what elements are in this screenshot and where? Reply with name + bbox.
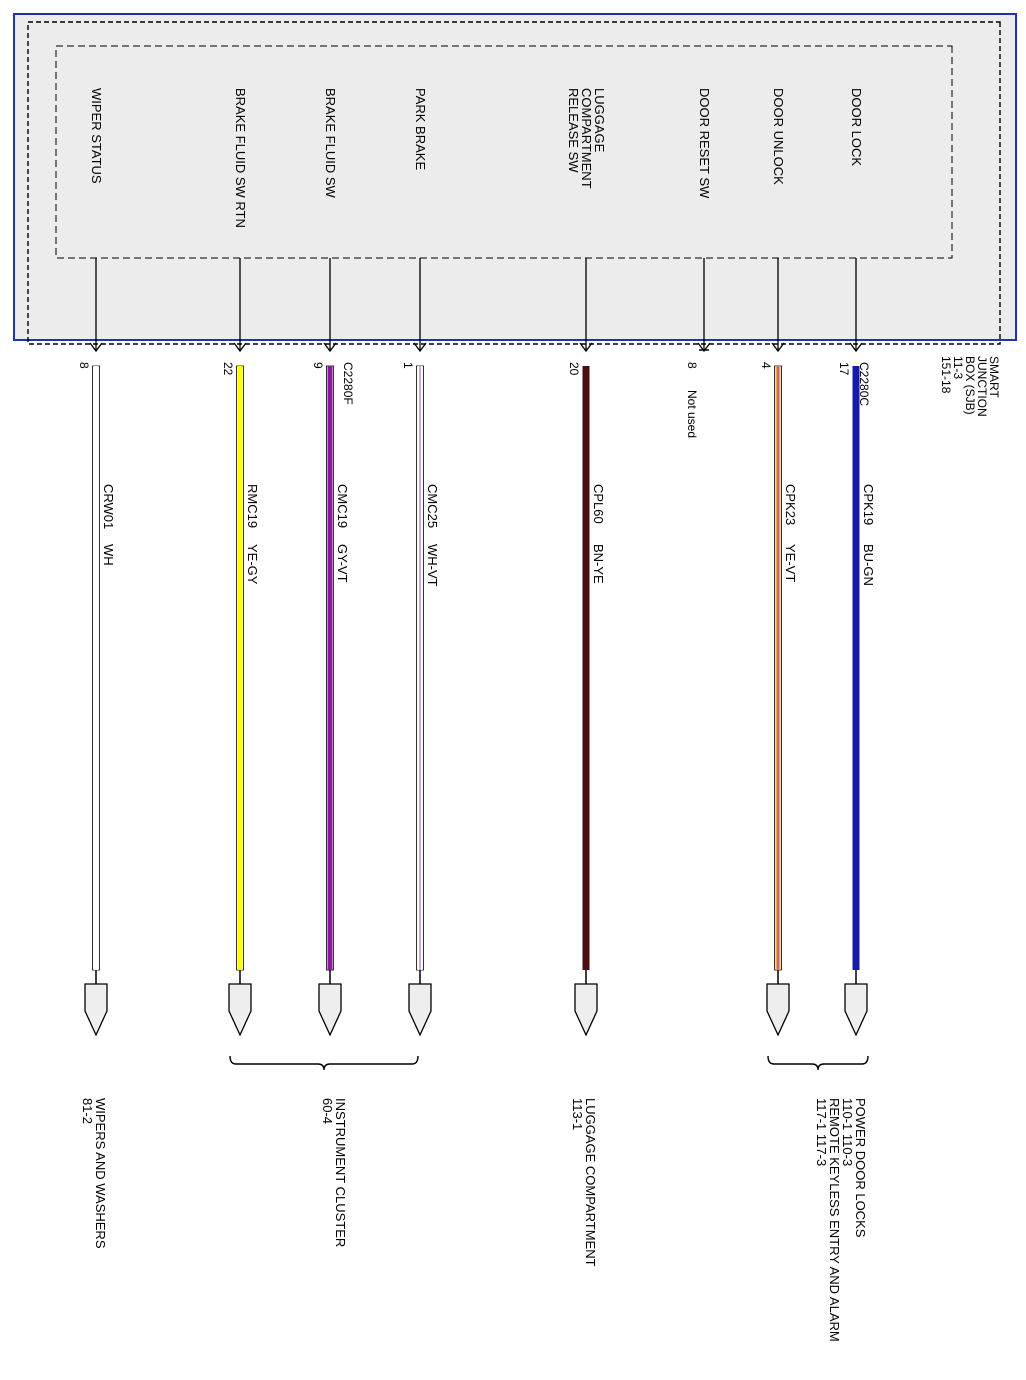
- module-dashed-border: [27, 21, 1001, 345]
- brace-instrument-cluster: [229, 1055, 419, 1071]
- function-label: LUGGAGE: [592, 88, 607, 153]
- wire-color-code: BN-YE: [591, 544, 606, 584]
- function-label: BRAKE FLUID SW RTN: [233, 88, 248, 228]
- function-label: WIPER STATUS: [89, 88, 104, 184]
- destination-label: 60-4: [320, 1098, 335, 1124]
- function-label: DOOR UNLOCK: [771, 88, 786, 185]
- brace-power-door-locks: [767, 1055, 869, 1071]
- module-inner-box: [55, 45, 953, 259]
- destination-label: 81-2: [80, 1098, 95, 1124]
- connector-chevron-icon: [849, 342, 863, 353]
- circuit-id: CPL60: [591, 484, 606, 524]
- function-label: DOOR LOCK: [849, 88, 864, 166]
- connector-chevron-icon: [697, 342, 711, 353]
- circuit-id: RMC19: [245, 484, 260, 528]
- connector-chevron-icon: [579, 342, 593, 353]
- wire: [93, 366, 99, 970]
- pin-number: 1: [401, 362, 415, 369]
- wire-color-code: YE-GY: [245, 544, 260, 585]
- module-name-line: 11-3: [951, 356, 965, 379]
- pin-number: 8: [77, 362, 91, 369]
- destination-label: 110-1 110-3: [840, 1098, 855, 1166]
- pin-number: 4: [759, 362, 773, 369]
- module-name-line: SMART: [987, 356, 1001, 398]
- wire: [327, 366, 333, 970]
- harness-connector-icon: [766, 983, 790, 1037]
- circuit-id: CPK19: [861, 484, 876, 525]
- wire-color-code: YE-VT: [783, 544, 798, 582]
- harness-connector-icon: [228, 983, 252, 1037]
- destination-label: POWER DOOR LOCKS: [853, 1098, 868, 1238]
- wire: [582, 366, 590, 970]
- connector-chevron-icon: [771, 342, 785, 353]
- wire-color-code: GY-VT: [335, 544, 350, 583]
- harness-connector-icon: [84, 983, 108, 1037]
- not-used-note: Not used: [685, 390, 699, 438]
- circuit-id: CMC19: [335, 484, 350, 528]
- harness-connector-icon: [318, 983, 342, 1037]
- destination-label: 113-1: [570, 1098, 585, 1130]
- pin-number: 17: [837, 362, 851, 376]
- destination-label: 117-1 117-3: [814, 1098, 829, 1166]
- function-label: BRAKE FLUID SW: [323, 88, 338, 199]
- module-name-line: BOX (SJB): [963, 356, 977, 415]
- pin-number: 22: [221, 362, 235, 376]
- wire-color-code: BU-GN: [861, 544, 876, 586]
- wire-color-code: WH: [101, 544, 116, 566]
- circuit-id: CMC25: [425, 484, 440, 528]
- function-label: DOOR RESET SW: [697, 88, 712, 199]
- destination-label: WIPERS AND WASHERS: [93, 1098, 108, 1249]
- destination-label: INSTRUMENT CLUSTER: [333, 1098, 348, 1247]
- circuit-id: CRW01: [101, 484, 116, 529]
- connector-chevron-icon: [413, 342, 427, 353]
- harness-connector-icon: [844, 983, 868, 1037]
- module-name-line: 151-18: [939, 356, 953, 394]
- circuit-id: CPK23: [783, 484, 798, 525]
- harness-connector-icon: [408, 983, 432, 1037]
- destination-label: REMOTE KEYLESS ENTRY AND ALARM: [827, 1098, 842, 1342]
- function-label: COMPARTMENT: [579, 88, 594, 189]
- connector-chevron-icon: [233, 342, 247, 353]
- connector-chevron-icon: [323, 342, 337, 353]
- wire-color-code: WH-VT: [425, 544, 440, 587]
- harness-connector-icon: [574, 983, 598, 1037]
- pin-number: 9: [311, 362, 325, 369]
- wire: [852, 366, 860, 970]
- function-label: PARK BRAKE: [413, 88, 428, 170]
- module-name-line: JUNCTION: [975, 356, 989, 417]
- function-label: RELEASE SW: [566, 88, 581, 173]
- module-outer-box: [13, 13, 1017, 341]
- pin-number: 20: [567, 362, 581, 376]
- pin-number: 8: [685, 362, 699, 369]
- connector-name-c2280c: C2280C: [857, 362, 871, 406]
- destination-label: LUGGAGE COMPARTMENT: [583, 1098, 598, 1267]
- connector-chevron-icon: [89, 342, 103, 353]
- wire: [237, 366, 243, 970]
- connector-name-c2280f: C2280F: [341, 362, 355, 405]
